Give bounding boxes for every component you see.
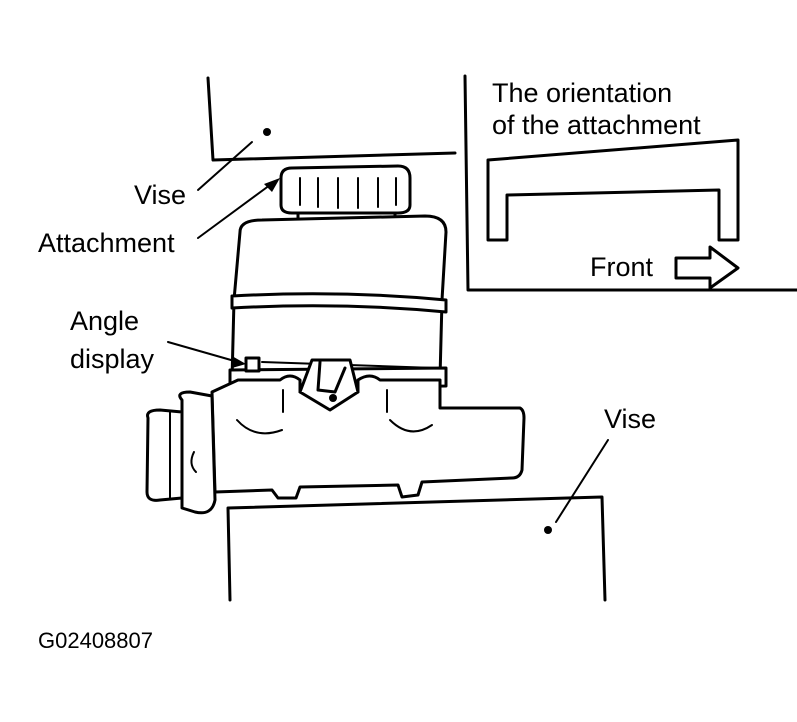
vise-top-label: Vise (134, 180, 186, 210)
reservoir (228, 214, 448, 390)
cylinder-body (210, 358, 526, 500)
attachment-cap (279, 164, 412, 224)
figure-id: G02408807 (38, 628, 153, 653)
angle-display-marker (244, 356, 261, 373)
angle-display-leader (167, 341, 239, 363)
inset-title-line1: The orientation (492, 78, 672, 108)
attachment-label: Attachment (38, 228, 175, 258)
front-label: Front (590, 252, 654, 282)
attachment-leader (197, 184, 271, 239)
vise-bottom-leader (555, 439, 609, 523)
lower-vise (226, 495, 607, 602)
vise-bottom-label: Vise (604, 404, 656, 434)
angle-display-label-line1: Angle (70, 306, 139, 336)
inset-frame (463, 74, 797, 292)
angle-display-arrow-icon (232, 356, 246, 368)
angle-display-label-line2: display (70, 344, 155, 374)
cylinder-flange (145, 390, 217, 515)
front-arrow-icon (674, 245, 740, 290)
vise-top-leader (197, 141, 253, 191)
attachment-arrow-icon (264, 178, 280, 192)
inset-title-line2: of the attachment (492, 110, 701, 140)
upper-vise (206, 76, 457, 162)
master-cylinder (145, 164, 526, 515)
attachment-orientation-shape (486, 138, 740, 242)
